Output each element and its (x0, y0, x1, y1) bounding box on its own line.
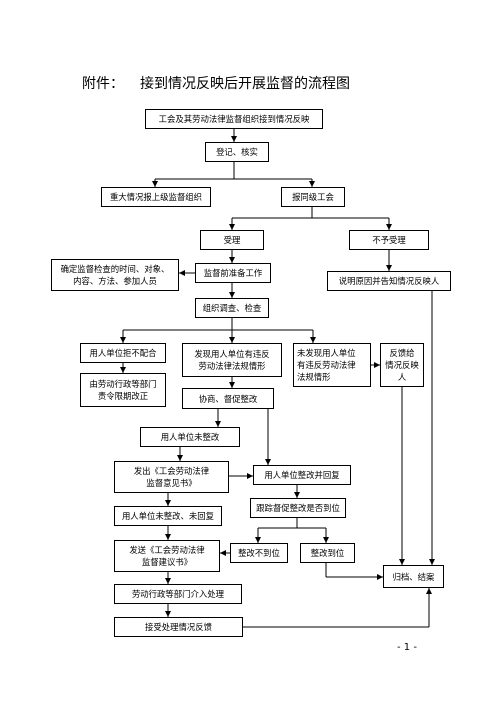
node-receive-feedback: 接受处理情况反馈 (114, 617, 243, 637)
node-not-rectified: 用人单位未整改 (140, 427, 240, 447)
node-no-violation: 未发现用人单位 有违反劳动法律 法规情形 (293, 343, 371, 387)
node-order-correction: 由劳动行政等部门 责令限期改正 (80, 373, 166, 407)
node-determine-plan: 确定监督检查的时间、对象、 内容、方法、参加人员 (51, 259, 179, 291)
node-report-superior: 重大情况报上级监督组织 (101, 187, 211, 207)
flowchart-title: 接到情况反映后开展监督的流程图 (140, 76, 350, 92)
node-send-suggestion: 发送《工会劳动法律 监督建议书》 (114, 540, 220, 572)
node-negotiate-urge: 协商、督促整改 (182, 388, 274, 409)
node-preparation: 监督前准备工作 (195, 263, 271, 283)
node-rectified-reply: 用人单位整改并回复 (253, 465, 351, 485)
node-archive-close: 归档、结案 (383, 565, 444, 588)
node-rectify-complete: 整改到位 (300, 543, 355, 563)
node-labor-dept-intervene: 劳动行政等部门介入处理 (114, 584, 242, 604)
node-reject: 不予受理 (349, 230, 429, 250)
attachment-label: 附件： (82, 76, 124, 92)
node-explain-reason: 说明原因并告知情况反映人 (327, 271, 451, 291)
flowchart-heading: 附件： 接到情况反映后开展监督的流程图 (0, 73, 496, 93)
node-accept: 受理 (200, 230, 264, 250)
page-number: - 1 - (397, 642, 417, 653)
node-employer-refuses: 用人单位拒不配合 (80, 343, 166, 363)
node-investigate: 组织调查、检查 (195, 298, 269, 318)
node-issue-opinion: 发出《工会劳动法律 监督意见书》 (114, 461, 229, 493)
node-follow-up: 跟踪督促整改是否到位 (250, 498, 346, 518)
node-no-rectify-no-reply: 用人单位未整改、未回复 (114, 506, 222, 526)
node-feedback-reporter: 反馈给 情况反映 人 (380, 343, 424, 387)
node-report-union: 报同级工会 (281, 187, 345, 207)
node-violation-found: 发现用人单位有违反 劳动法律法规情形 (182, 343, 282, 377)
node-receive-report: 工会及其劳动法律监督组织接到情况反映 (145, 109, 323, 129)
node-register-verify: 登记、核实 (205, 142, 269, 162)
node-rectify-inadequate: 整改不到位 (230, 543, 288, 563)
